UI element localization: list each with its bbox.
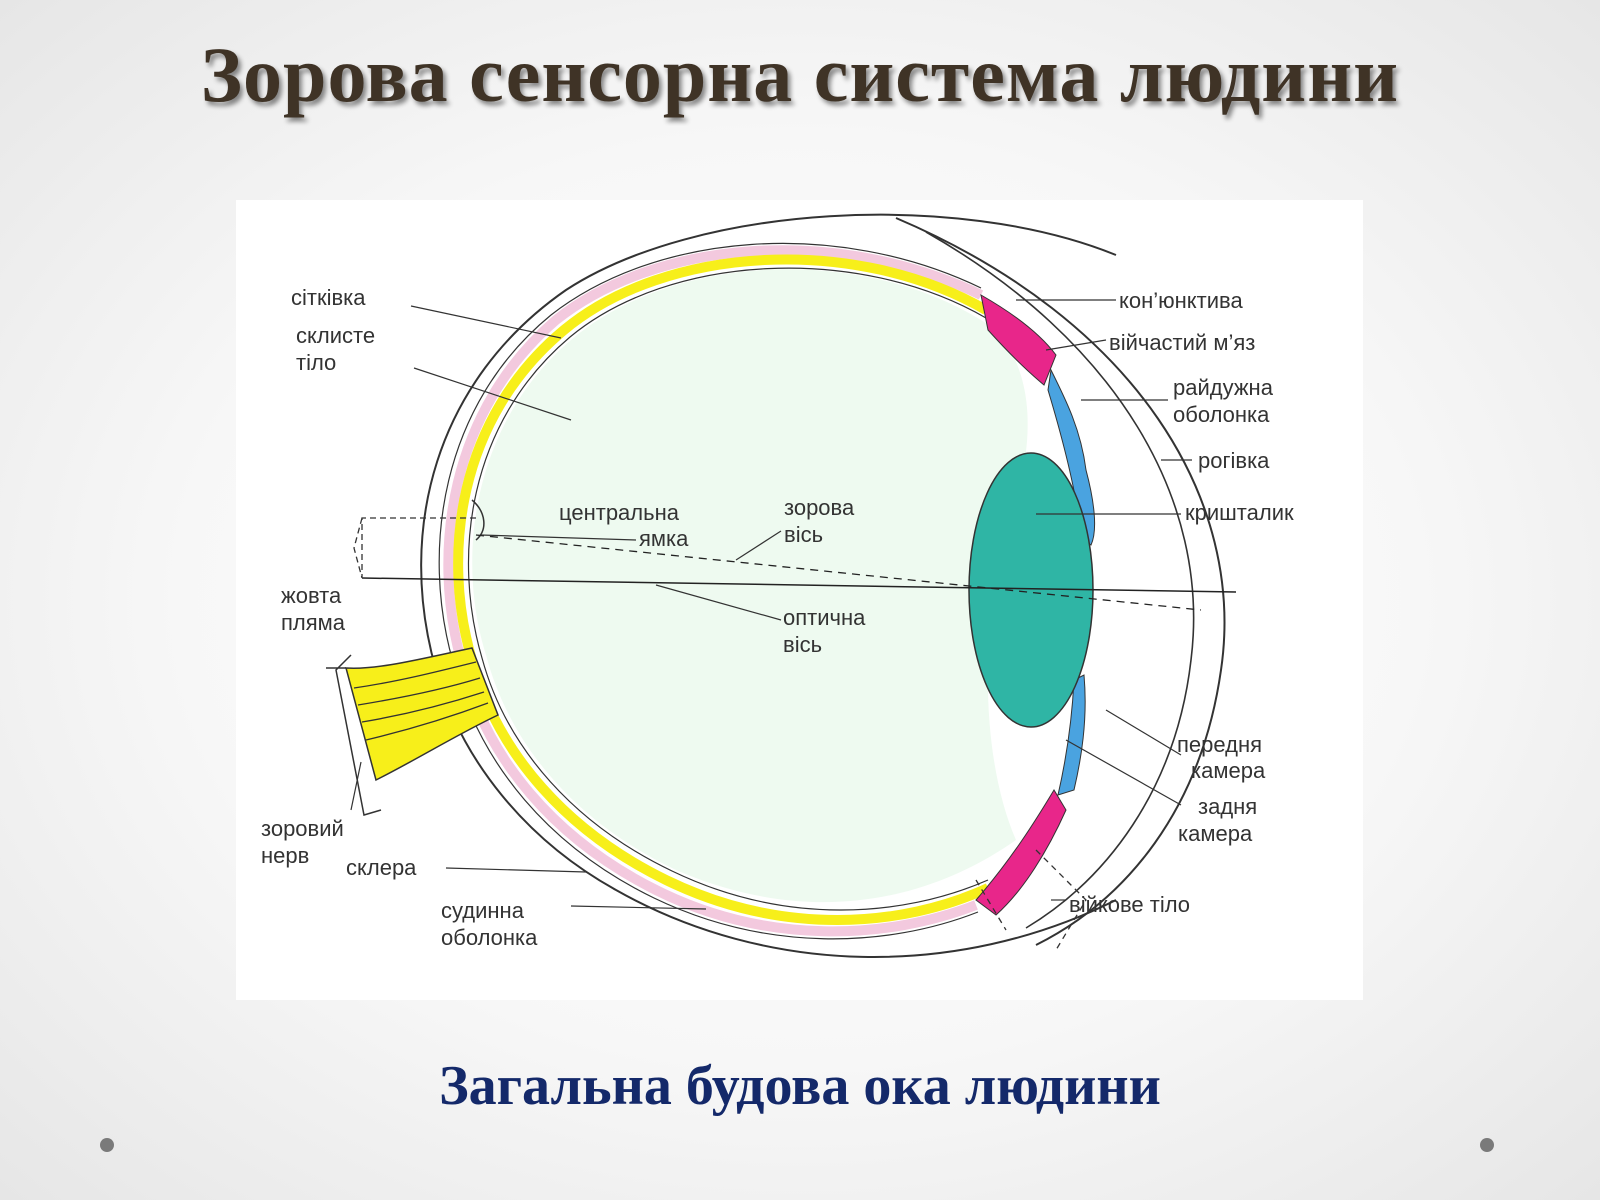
label-choroid-1: судинна [441, 898, 525, 923]
label-choroid-2: оболонка [441, 925, 538, 950]
choroid-outline [438, 242, 982, 940]
sclera-outer [420, 213, 1117, 958]
decor-dot-left [100, 1138, 114, 1152]
label-posterior-chamber-2: камера [1178, 821, 1253, 846]
visual-axis-line [475, 534, 1202, 611]
decor-dot-right [1480, 1138, 1494, 1152]
label-visual-axis-2: вісь [784, 522, 823, 547]
label-iris-2: оболонка [1173, 402, 1270, 427]
cornea-inner [925, 231, 1195, 929]
ciliary-muscle-lower [975, 789, 1067, 916]
cornea-outer [895, 217, 1226, 946]
label-anterior-chamber-2: камера [1191, 758, 1266, 783]
label-sclera: склера [346, 855, 417, 880]
retina-outline [467, 267, 989, 911]
choroid-layer [443, 245, 984, 937]
label-macula-2: пляма [281, 610, 346, 635]
eye-diagram-svg: сітківка склисте тіло центральна ямка зо… [261, 213, 1294, 958]
ciliary-muscle-upper [980, 294, 1057, 386]
iris-lower [1057, 674, 1086, 796]
label-vitreous-2: тіло [296, 350, 336, 375]
label-retina: сітківка [291, 285, 366, 310]
label-posterior-chamber-1: задня [1198, 794, 1257, 819]
eye-diagram: сітківка склисте тіло центральна ямка зо… [236, 200, 1363, 1000]
label-anterior-chamber-1: передня [1177, 732, 1262, 757]
macula-bracket [353, 517, 476, 579]
leader-lines [350, 299, 1192, 910]
slide-caption: Загальна будова ока людини [439, 1055, 1161, 1117]
label-optical-axis-1: оптична [783, 605, 866, 630]
label-optic-nerve-2: нерв [261, 843, 309, 868]
label-ciliary-body: війкове тіло [1069, 892, 1190, 917]
slide-title: Зорова сенсорна система людини [200, 31, 1400, 118]
label-macula-1: жовта [281, 583, 342, 608]
retina-layer [453, 254, 991, 925]
label-fovea-2: ямка [639, 526, 689, 551]
label-optic-nerve-1: зоровий [261, 816, 344, 841]
label-lens: кришталик [1185, 500, 1294, 525]
label-ciliary-muscle: війчастий м’яз [1109, 330, 1255, 355]
optic-nerve [345, 647, 499, 782]
label-cornea: рогівка [1198, 448, 1270, 473]
label-iris-1: райдужна [1173, 375, 1274, 400]
label-visual-axis-1: зорова [784, 495, 855, 520]
fovea-pit [471, 499, 485, 541]
ciliary-body-bracket [975, 849, 1087, 951]
label-fovea-1: центральна [559, 500, 680, 525]
vitreous-body [472, 269, 1028, 903]
label-conjunctiva: кон’юнктива [1119, 288, 1243, 313]
iris-upper [1047, 368, 1096, 546]
optical-axis-line [361, 577, 1237, 593]
optic-nerve-fibres [353, 661, 489, 741]
label-vitreous-1: склисте [296, 323, 375, 348]
label-optical-axis-2: вісь [783, 632, 822, 657]
optic-nerve-sheath [326, 654, 382, 816]
